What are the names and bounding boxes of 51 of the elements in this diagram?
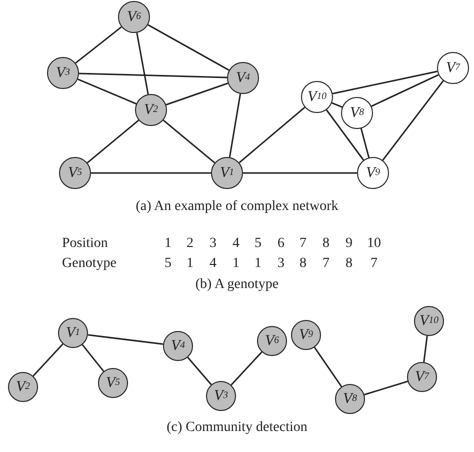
table-value: 7 bbox=[370, 257, 378, 271]
edge-line bbox=[187, 356, 212, 386]
edge-line bbox=[136, 32, 149, 94]
edge-line bbox=[314, 346, 342, 388]
edge-line bbox=[148, 24, 230, 71]
edge-line bbox=[423, 336, 428, 362]
caption: (a) An example of complex network bbox=[136, 200, 338, 214]
edge-line bbox=[77, 78, 137, 104]
edge-line bbox=[382, 80, 444, 161]
edge-line bbox=[82, 344, 104, 372]
table-value: 5 bbox=[164, 257, 172, 271]
table-value: 7 bbox=[300, 237, 306, 251]
edge-line bbox=[360, 128, 370, 158]
table-value: 4 bbox=[210, 257, 216, 271]
table-value: 3 bbox=[210, 237, 216, 251]
table-value: 4 bbox=[232, 237, 240, 251]
table-value: 9 bbox=[346, 237, 352, 251]
edge-line bbox=[332, 70, 438, 94]
edge-line bbox=[88, 334, 164, 345]
table-value: 8 bbox=[300, 257, 306, 271]
edge-line bbox=[228, 94, 242, 158]
table-value: 8 bbox=[322, 237, 330, 251]
edge-line bbox=[75, 26, 122, 64]
row-header: Genotype bbox=[62, 257, 116, 271]
edge-line bbox=[243, 172, 357, 174]
table-value: 1 bbox=[186, 257, 194, 271]
table-value: 10 bbox=[367, 237, 381, 251]
row-header: Position bbox=[62, 237, 108, 251]
edge-line bbox=[86, 120, 140, 164]
table-value: 2 bbox=[186, 237, 194, 251]
edge-line bbox=[78, 72, 228, 78]
table-value: 1 bbox=[164, 237, 172, 251]
edge-line bbox=[166, 82, 228, 106]
edge-line bbox=[230, 352, 262, 386]
edge-line bbox=[32, 344, 64, 376]
edge-line bbox=[364, 380, 408, 396]
edge-line bbox=[371, 74, 439, 107]
table-value: 1 bbox=[232, 257, 240, 271]
caption: (c) Community detection bbox=[166, 421, 308, 435]
edge-line bbox=[162, 120, 216, 164]
table-value: 3 bbox=[278, 257, 284, 271]
caption: (b) A genotype bbox=[195, 278, 279, 292]
table-value: 7 bbox=[322, 257, 330, 271]
edge-line bbox=[238, 106, 306, 164]
edge-line bbox=[326, 109, 364, 161]
edge-line bbox=[91, 172, 211, 174]
edge-line bbox=[332, 102, 342, 108]
table-value: 8 bbox=[346, 257, 352, 271]
table-value: 6 bbox=[278, 237, 284, 251]
table-value: 1 bbox=[254, 257, 262, 271]
table-value: 5 bbox=[254, 237, 262, 251]
